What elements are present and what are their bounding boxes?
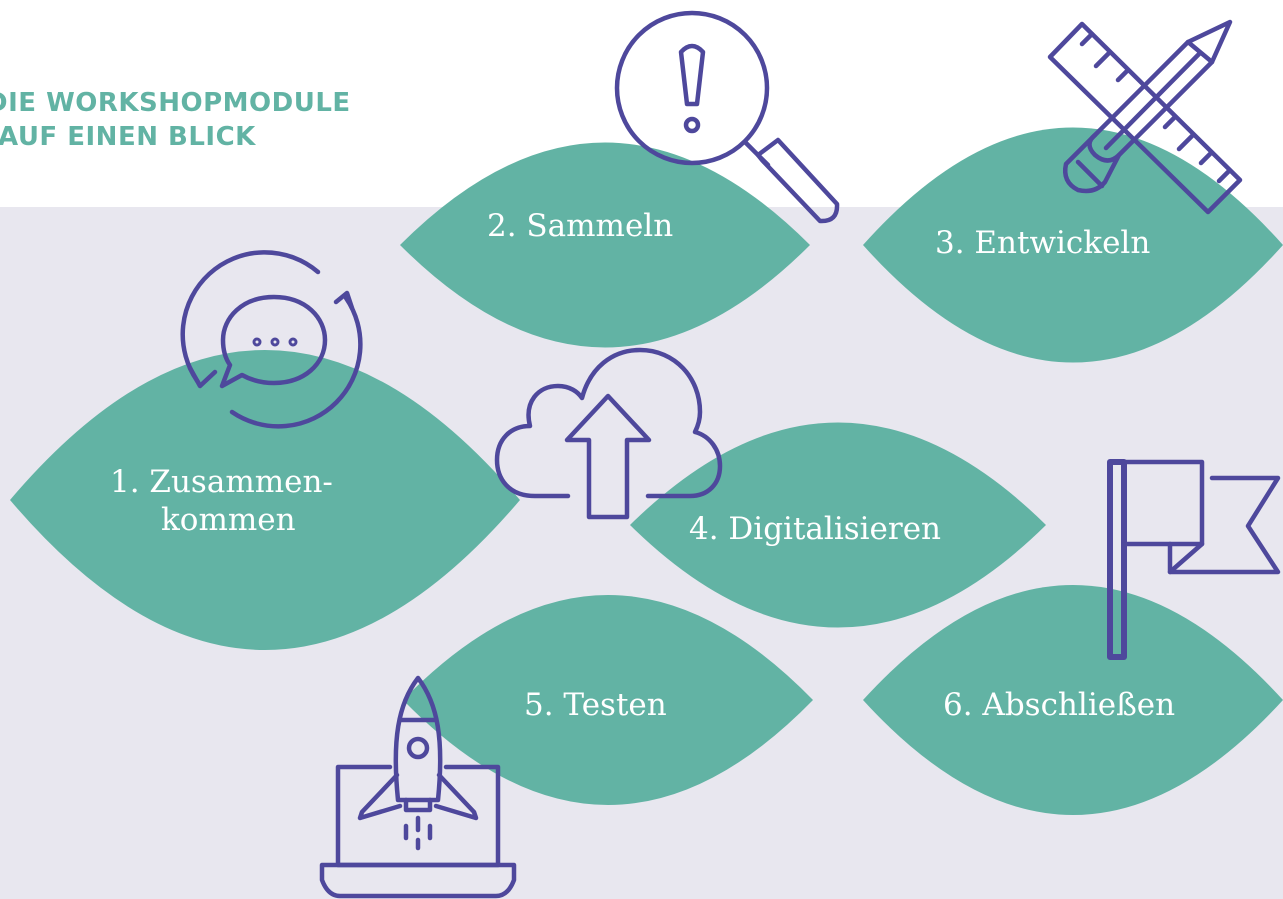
module-5-label: 5. Testen	[524, 687, 667, 723]
title-line-2: auf einen Blick	[0, 122, 256, 152]
title-line-1: Die Workshopmodule	[0, 88, 351, 118]
leaf-module-3	[863, 127, 1283, 363]
module-6-label: 6. Abschließen	[943, 687, 1176, 723]
module-1-label: 1. Zusammen- kommen	[110, 464, 333, 538]
module-4-label: 4. Digitalisieren	[689, 511, 942, 547]
leaf-module-4	[630, 422, 1046, 628]
cloud-upload-icon	[494, 347, 723, 520]
leaf-module-2	[400, 142, 810, 348]
diagram-title: Die Workshopmodule auf einen Blick	[0, 86, 351, 154]
pencil-ruler-icon	[1047, 19, 1243, 215]
chat-refresh-icon	[180, 250, 363, 429]
flag-icon	[1107, 459, 1281, 660]
rocket-laptop-icon	[319, 675, 517, 899]
leaf-module-5	[403, 595, 813, 805]
module-3-label: 3. Entwickeln	[935, 225, 1151, 261]
leaf-module-6	[863, 585, 1283, 815]
leaf-module-1	[10, 350, 520, 650]
module-2-label: 2. Sammeln	[487, 208, 674, 244]
magnifier-exclamation-icon	[614, 10, 840, 224]
